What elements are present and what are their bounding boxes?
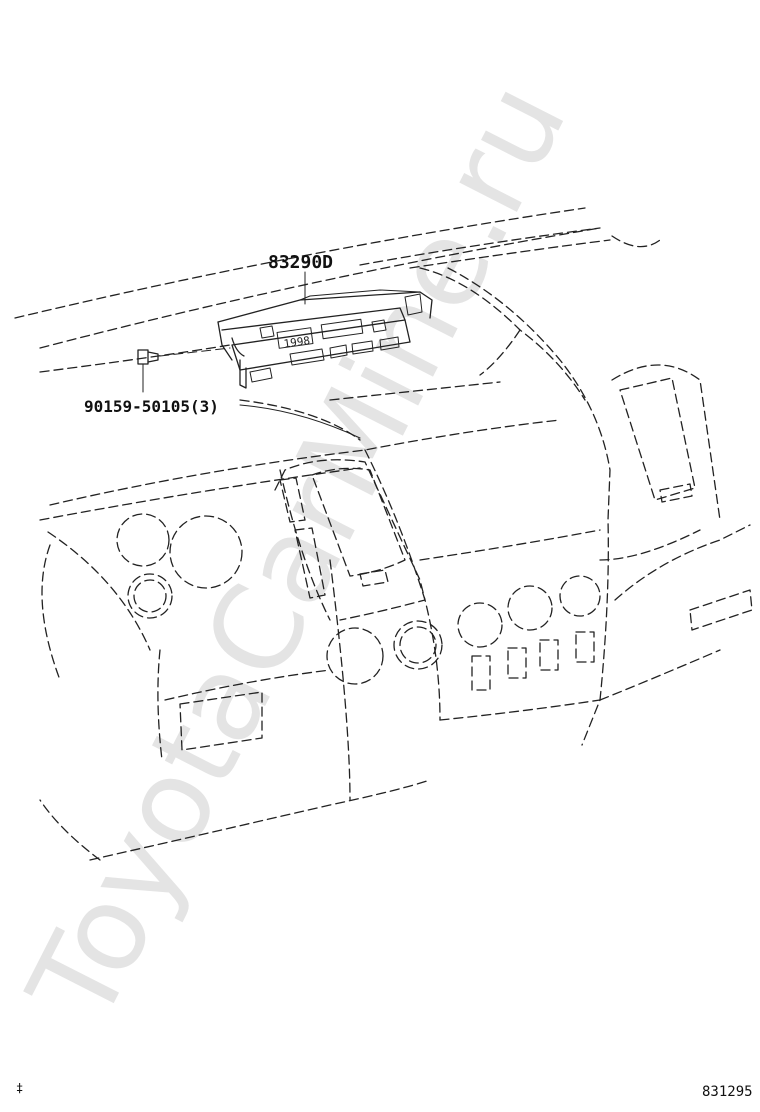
display-digits: 1998 xyxy=(283,334,311,351)
corner-mark: ‡ xyxy=(16,1081,23,1095)
gauges xyxy=(116,513,243,619)
part-label-83290d: 83290D xyxy=(268,252,333,273)
bolt-part xyxy=(137,347,231,393)
figure-number: 831295 xyxy=(702,1084,753,1100)
door-side xyxy=(599,364,753,701)
right-controls xyxy=(457,575,601,691)
windshield-lines xyxy=(14,207,661,373)
watermark: ToyotaCarMine.ru xyxy=(2,62,593,1044)
watermark-text: ToyotaCarMine.ru xyxy=(2,62,593,1044)
center-stack xyxy=(274,459,443,685)
leader-lines xyxy=(239,271,361,439)
part-label-90159-50105: 90159-50105(3) xyxy=(84,397,219,416)
lower-left-panel xyxy=(179,691,263,751)
multi-display-unit: 1998 xyxy=(217,289,433,389)
